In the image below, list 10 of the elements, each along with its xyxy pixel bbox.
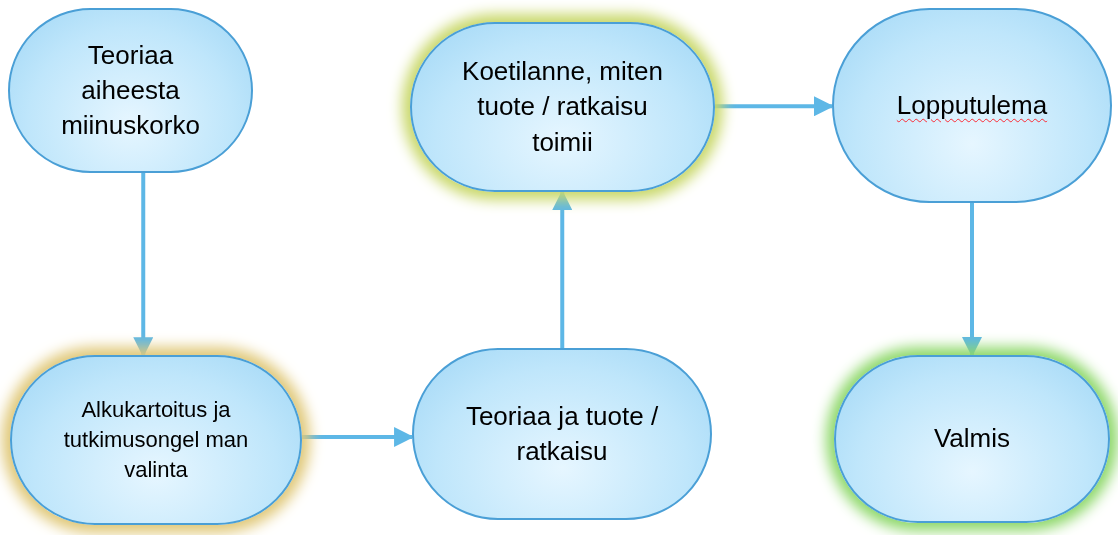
node-text: Teoriaa aiheesta miinuskorko <box>60 38 201 143</box>
node-text: Lopputulema <box>896 88 1048 122</box>
node-text: Valmis <box>933 422 1011 456</box>
arrow <box>552 190 573 348</box>
node-text: Alkukartoitus ja tutkimusongel man valinta <box>62 396 250 484</box>
node-text: Teoriaa ja tuote / ratkaisu <box>464 399 660 468</box>
arrow <box>962 203 982 357</box>
node-text: Koetilanne, miten tuote / ratkaisu toimii <box>461 55 664 159</box>
arrow <box>715 96 834 117</box>
arrow <box>133 172 154 358</box>
